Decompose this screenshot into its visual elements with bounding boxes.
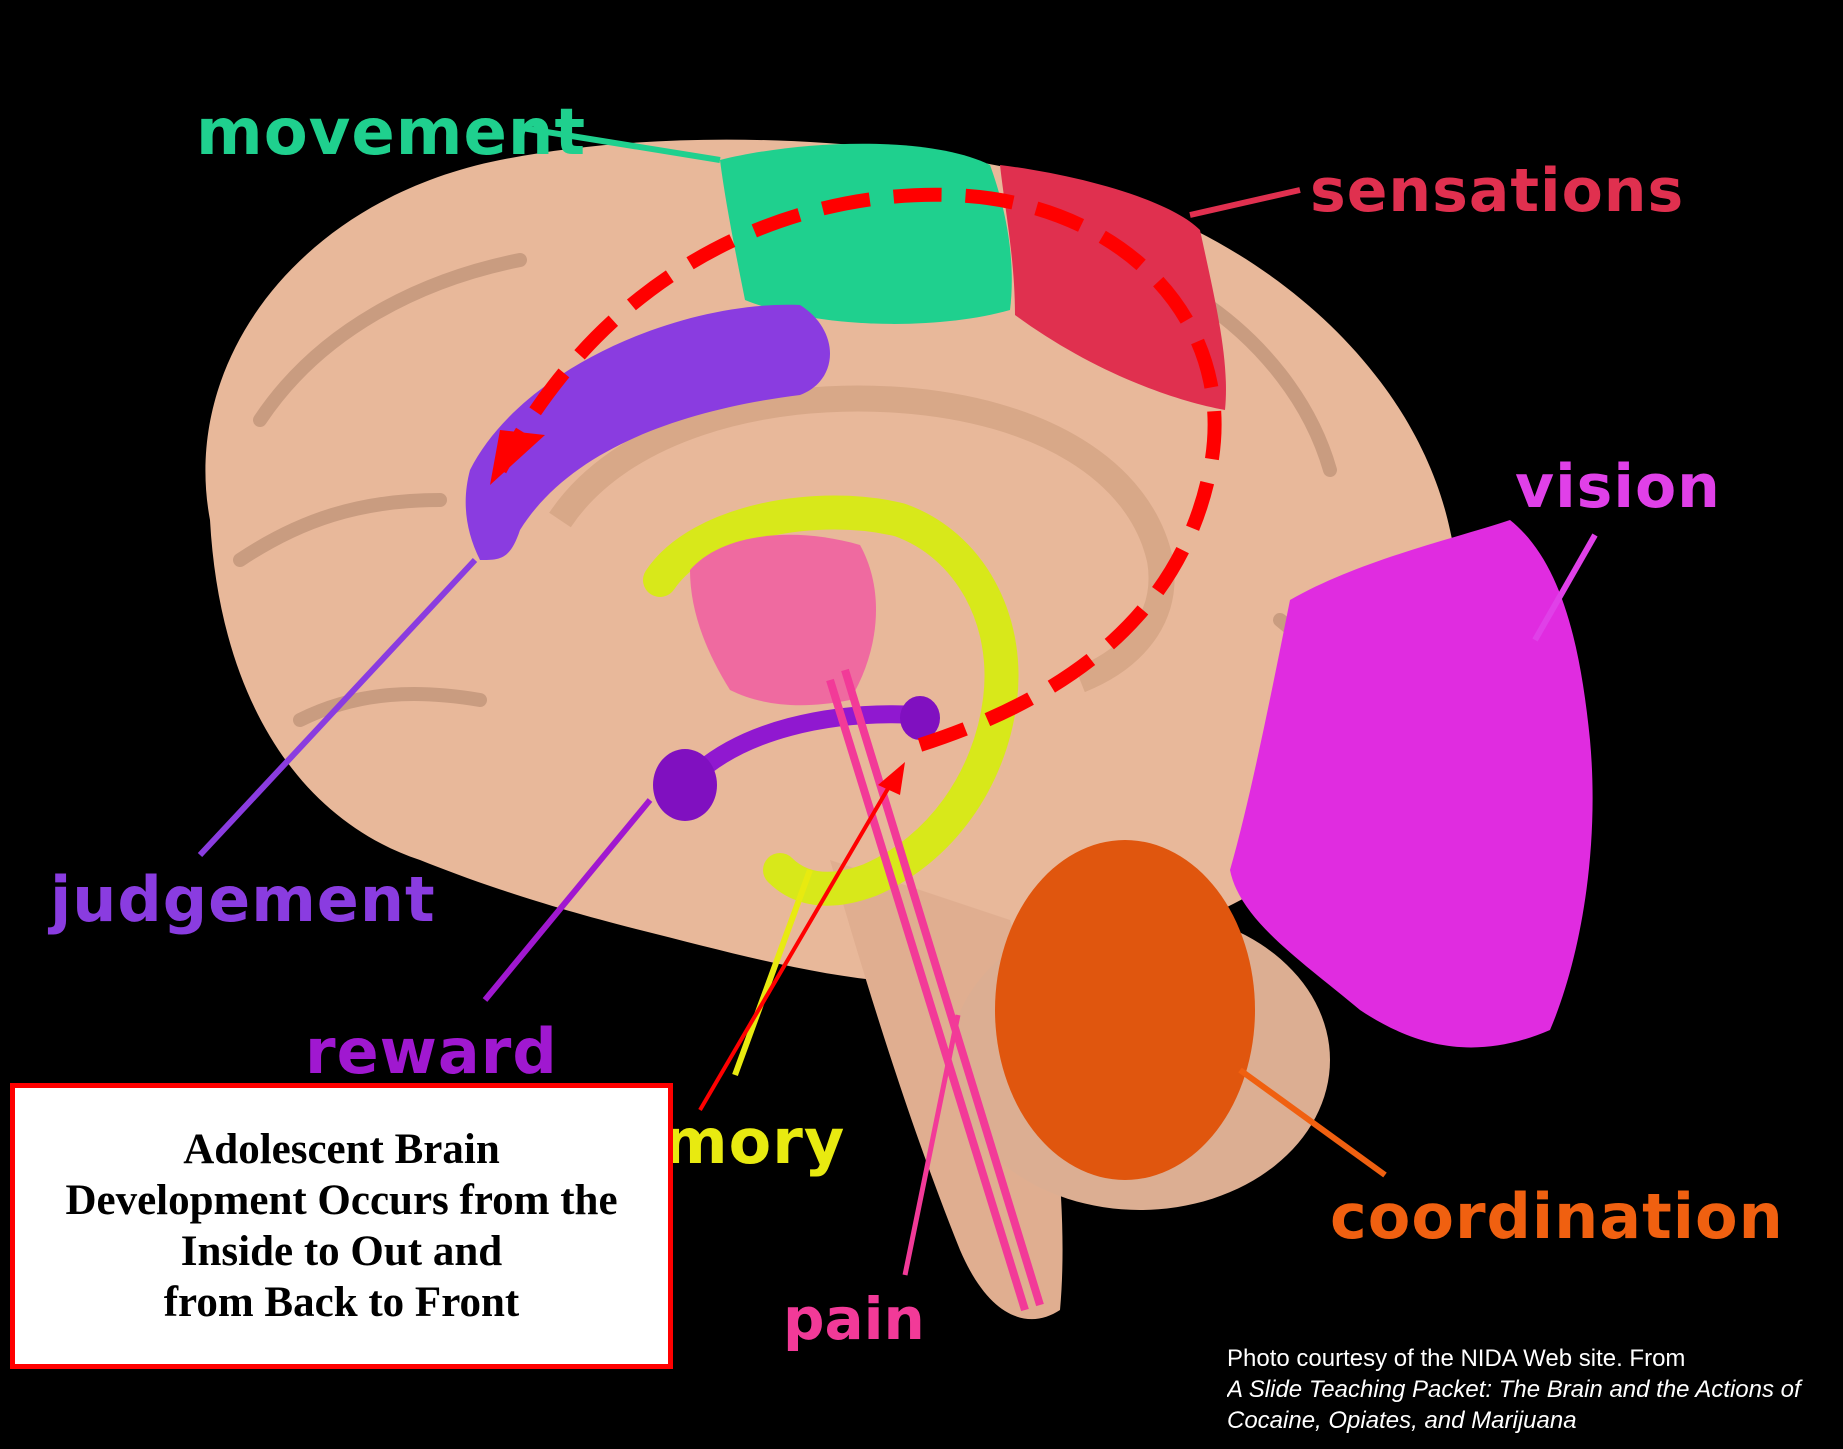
label-vision: vision [1515, 452, 1721, 522]
region-coordination [995, 840, 1255, 1180]
label-coordination: coordination [1330, 1180, 1784, 1253]
label-pain: pain [783, 1285, 925, 1353]
leader-sensations [1190, 190, 1300, 215]
photo-credit: Photo courtesy of the NIDA Web site. Fro… [1227, 1343, 1827, 1444]
label-reward: reward [305, 1015, 558, 1088]
credit-source: A Slide Teaching Packet: The Brain and t… [1227, 1374, 1827, 1436]
caption-box: Adolescent Brain Development Occurs from… [10, 1083, 673, 1369]
label-movement: movement [196, 96, 586, 170]
label-judgement: judgement [50, 863, 436, 936]
reward-node-left [653, 749, 717, 821]
label-sensations: sensations [1310, 156, 1684, 226]
caption-text: Adolescent Brain Development Occurs from… [65, 1124, 617, 1328]
credit-line: Photo courtesy of the NIDA Web site. Fro… [1227, 1343, 1827, 1374]
